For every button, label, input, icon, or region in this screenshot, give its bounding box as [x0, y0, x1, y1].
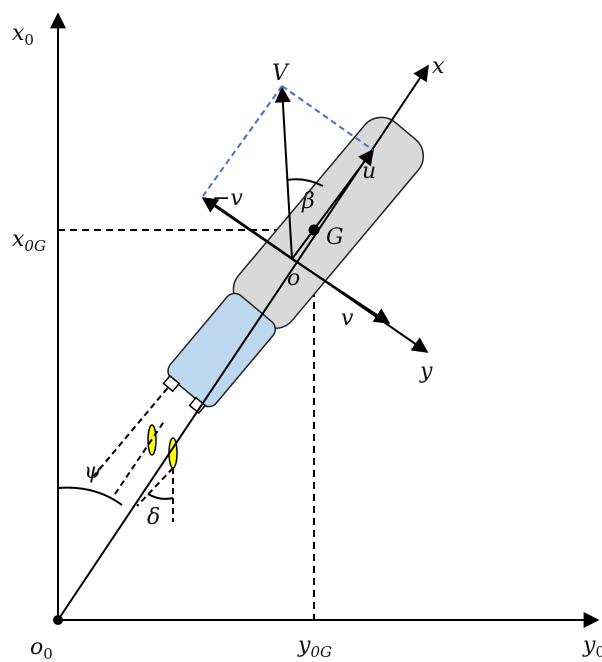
- label-x0: x0: [12, 21, 34, 49]
- label-delta: δ: [147, 505, 160, 530]
- propeller-left: [162, 374, 181, 393]
- label-G: G: [326, 225, 344, 250]
- label-o: o: [287, 266, 300, 291]
- velocity-parallelogram: [202, 85, 374, 197]
- ship-stern-section: [167, 292, 277, 408]
- propeller-right: [188, 396, 207, 415]
- label-v: v: [341, 306, 354, 331]
- label-o0: o0: [30, 635, 53, 662]
- label-V: V: [272, 61, 290, 86]
- label-x0G: x0G: [12, 227, 46, 255]
- psi-angle-arc: [57, 486, 123, 506]
- label-psi: ψ: [84, 459, 102, 484]
- label-minus-v: −v: [212, 186, 243, 211]
- label-body-x: x: [432, 54, 445, 79]
- beta-angle-arc: [286, 178, 324, 187]
- minus-v-arrow: [201, 197, 293, 260]
- label-u: u: [362, 159, 376, 184]
- v-arrow: [291, 258, 391, 324]
- delta-rudder-line: [136, 467, 174, 507]
- point-G-dot: [308, 224, 320, 236]
- label-y0G: y0G: [297, 633, 332, 661]
- shaft-line-left: [92, 387, 169, 477]
- label-body-y: y: [419, 359, 433, 384]
- psi-shaft-dashed: [114, 419, 166, 495]
- ship: [92, 116, 425, 477]
- u-arrow: [291, 148, 374, 260]
- ship-hull: [232, 116, 425, 330]
- label-y0: y0: [582, 633, 602, 661]
- velocity-V-arrow: [274, 86, 293, 260]
- label-beta: β: [301, 189, 315, 214]
- delta-angle-arc: [147, 493, 174, 500]
